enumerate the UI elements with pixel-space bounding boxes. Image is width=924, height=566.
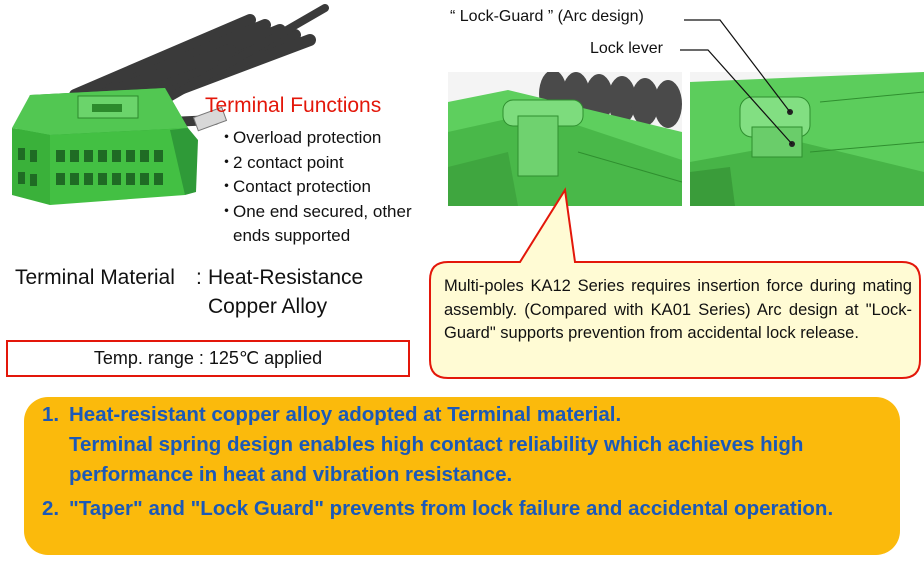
lock-guard-closeup-image [448, 72, 682, 206]
terminal-functions-list: Overload protection 2 contact point Cont… [218, 126, 443, 249]
material-label: Terminal Material [15, 266, 175, 289]
material-colon: : [196, 266, 202, 289]
summary-item: 1. Heat-resistant copper alloy adopted a… [42, 400, 892, 490]
temp-range-box: Temp. range : 125℃ applied [6, 340, 410, 377]
summary-box [24, 397, 900, 555]
function-item-text: One end secured, other ends supported [233, 201, 412, 246]
lock-lever-closeup-image [690, 72, 924, 206]
lock-lever-label: Lock lever [590, 40, 663, 57]
function-item: Overload protection [218, 126, 443, 151]
temp-range-text: Temp. range : 125℃ applied [93, 348, 323, 368]
summary-item: 2. "Taper" and "Lock Guard" prevents fro… [42, 494, 892, 524]
function-item: One end secured, other ends supported [218, 200, 443, 249]
connector-illustration [12, 4, 329, 205]
bubble-text: Multi-poles KA12 Series requires inserti… [444, 277, 912, 342]
summary-text: "Taper" and "Lock Guard" prevents from l… [69, 497, 834, 520]
material-value: Heat-Resistance [208, 266, 364, 289]
function-item: Contact protection [218, 175, 443, 200]
speech-bubble [429, 187, 921, 379]
summary-number: 1. [42, 403, 60, 426]
summary-text: Heat-resistant copper alloy adopted at T… [69, 403, 622, 426]
material-value-continued: Copper Alloy [208, 295, 328, 318]
function-item: 2 contact point [218, 151, 443, 176]
terminal-functions-title: Terminal Functions [205, 94, 382, 117]
summary-number: 2. [42, 497, 60, 520]
summary-text-continued: Terminal spring design enables high cont… [69, 433, 804, 486]
lock-guard-label: “ Lock-Guard ” (Arc design) [450, 8, 644, 25]
